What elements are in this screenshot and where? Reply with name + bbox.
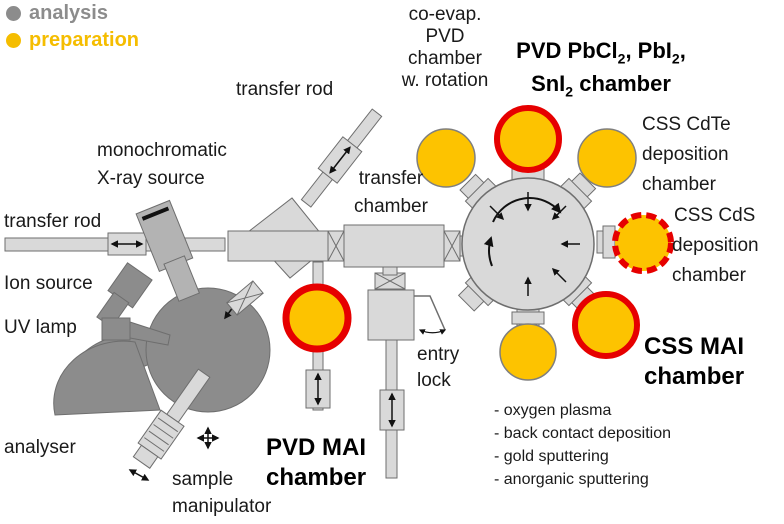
label-monochromatic: monochromatic X-ray source [97,140,227,190]
option-item: - oxygen plasma [494,402,612,419]
uv-lamp [101,317,171,346]
transfer-chamber [343,224,445,268]
label-cdte-line1: CSS CdTe [642,114,731,135]
legend-analysis-dot [6,6,21,21]
legend-preparation: preparation [6,29,139,52]
label-cdte-line2: deposition [642,144,729,165]
chamber-bottom [499,323,557,381]
xray-source [135,199,201,302]
distribution-valve [226,280,264,316]
label-cdte-line3: chamber [642,174,716,195]
preparation-options-list: - oxygen plasma - back contact depositio… [494,399,671,491]
label-entry-line1: entry [417,344,460,365]
option-item: - gold sputtering [494,448,609,465]
legend-preparation-dot [6,33,21,48]
label-pvd-pb-sub2: 2 [671,50,680,67]
label-coevap-line3: chamber [408,48,482,69]
analyser-body [53,340,161,416]
label-transfer-rod-left: transfer rod [4,211,102,232]
label-css-mai-line2: chamber [644,363,745,390]
label-pvd-pb-a: PVD PbCl [516,38,618,63]
label-pvd-pb-c: , [679,38,686,63]
label-pvd-mai-line1: PVD MAI [266,434,367,461]
chamber-pvd-pbcl2 [494,105,562,173]
label-cds-line1: CSS CdS [674,205,756,226]
label-pvd-pbcl2: PVD PbCl2, PbI2, SnI2 chamber [496,38,706,105]
manipulator-arrow-d [128,469,150,481]
legend-analysis-label: analysis [29,2,108,24]
entry-lock-door [414,295,446,331]
rotation-arrow-left [483,236,494,267]
label-entry-line2: lock [417,370,451,391]
distribution-flange [227,230,329,262]
label-transfer-chamber: transfer chamber [336,168,446,218]
label-analyser: analyser [4,437,76,458]
analysis-chamber [145,287,271,413]
label-pvd-sn-sub: 2 [565,83,574,100]
label-pvd-sn-b: chamber [573,71,671,97]
legend-preparation-label: preparation [29,29,140,51]
label-entry-lock: entry lock [417,342,459,394]
pvd-mai-chamber [282,283,352,353]
transfer-rod-top [300,108,383,208]
label-coevap: co-evap. PVD chamber w. rotation [380,4,510,92]
option-item: - anorganic sputtering [494,471,649,488]
label-mono-line2: X-ray source [97,168,205,189]
label-tc-line2: chamber [354,196,428,217]
label-pvd-pb-sub1: 2 [617,50,626,67]
entry-lock [367,289,415,341]
label-pvd-mai-line2: chamber [266,464,367,491]
option-item: - back contact deposition [494,425,671,442]
label-css-mai-line1: CSS MAI [644,333,745,360]
chamber-css-cds [612,212,674,274]
label-cds-line3: chamber [672,265,746,286]
label-mono-line1: monochromatic [97,140,227,161]
label-sample-line2: manipulator [172,496,272,517]
label-css-cdte: CSS CdTe deposition chamber [642,110,731,200]
sample-manipulator [132,368,211,469]
chamber-coevap-pvd [416,128,476,188]
label-coevap-line1: co-evap. [408,4,482,25]
chamber-css-cdte [577,128,637,188]
label-css-mai: CSS MAI chamber [644,332,744,392]
label-pvd-pb-b: , PbI [625,38,672,63]
label-ion-source: Ion source [4,273,93,294]
label-pvd-sn-a: SnI [531,71,566,97]
legend-analysis: analysis [6,2,108,25]
label-tc-line1: transfer [358,168,424,189]
label-transfer-rod-top: transfer rod [236,79,334,100]
label-coevap-line4: w. rotation [401,70,489,91]
label-uv-lamp: UV lamp [4,317,77,338]
label-pvd-mai: PVD MAI chamber [266,433,366,493]
label-css-cds: CSS CdS deposition chamber [672,201,759,291]
chamber-css-mai [572,291,640,359]
label-coevap-line2: PVD [425,26,465,47]
label-cds-line2: deposition [672,235,759,256]
label-sample-manipulator: sample manipulator [172,466,271,520]
label-sample-line1: sample [172,469,234,490]
